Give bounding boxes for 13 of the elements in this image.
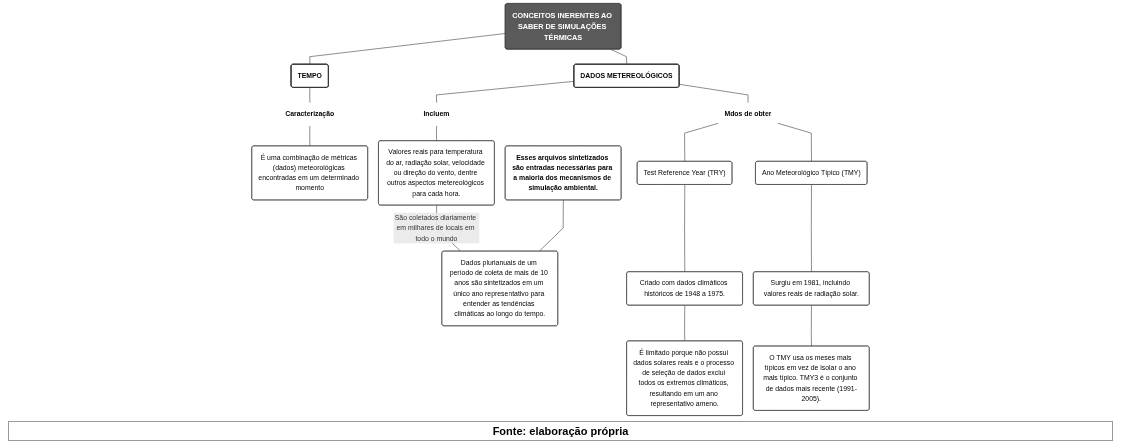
- connector: [610, 49, 627, 65]
- connector: [436, 125, 437, 142]
- connector: [436, 81, 575, 103]
- connector: [811, 184, 812, 273]
- connector: [684, 305, 686, 342]
- connector: [679, 84, 749, 103]
- connector: [684, 184, 686, 273]
- connector: [811, 305, 812, 347]
- connector: [309, 125, 311, 147]
- connector: [538, 199, 564, 252]
- connector: [309, 33, 506, 65]
- source-caption: Fonte: elaboração própria: [8, 421, 1113, 441]
- connector: [309, 87, 311, 103]
